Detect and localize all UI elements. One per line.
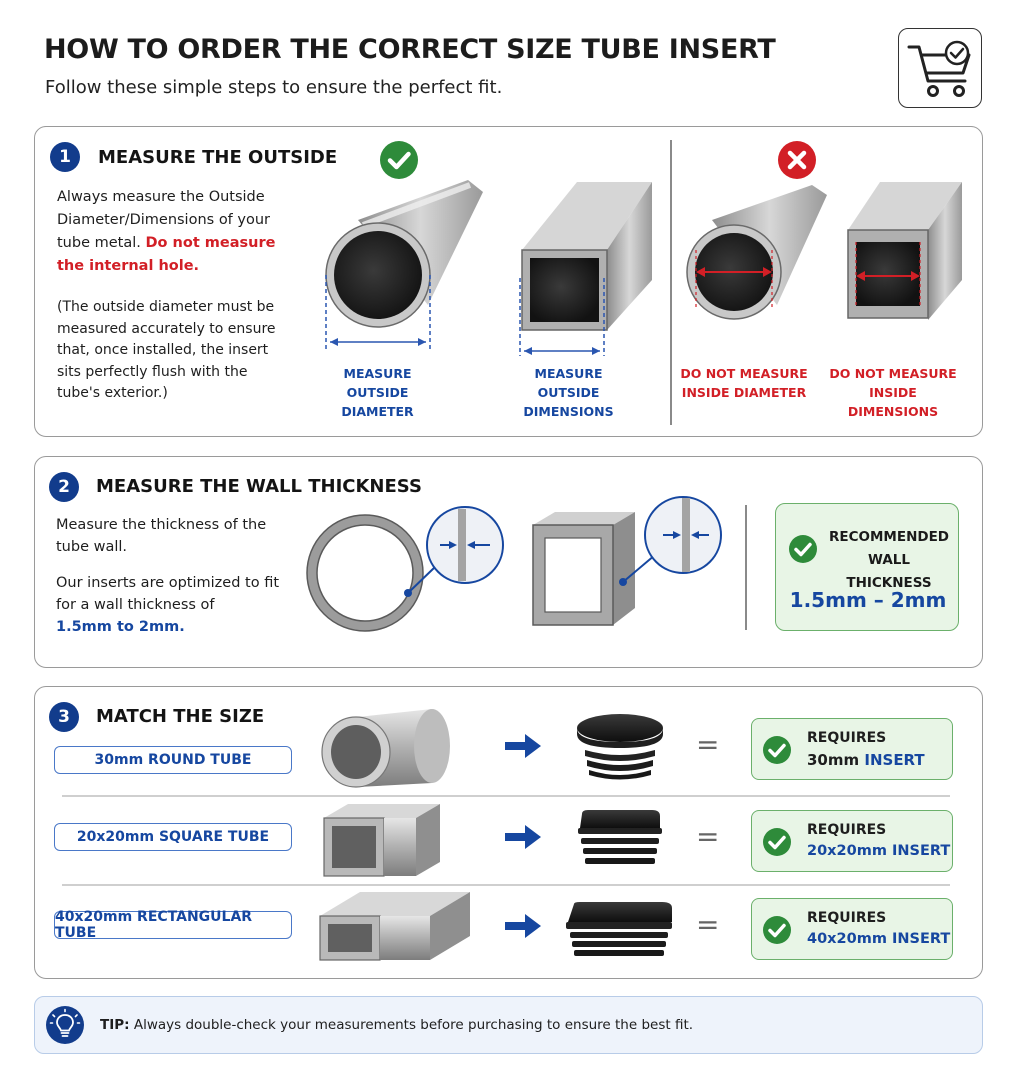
step1-panel xyxy=(34,126,983,437)
row-divider xyxy=(62,884,950,886)
step1-note: (The outside diameter must be measured a… xyxy=(57,297,287,405)
step1-text-line: tube metal. xyxy=(57,235,141,251)
requires-label: REQUIRES xyxy=(807,910,887,926)
step1-divider xyxy=(670,140,672,425)
caption-line: OUTSIDE DIMENSIONS xyxy=(523,385,614,419)
tip-message: Always double-check your measurements be… xyxy=(133,1017,694,1033)
step1-note-line: measured accurately to ensure xyxy=(57,320,276,337)
caption-outside-dimensions: MEASURE OUTSIDE DIMENSIONS xyxy=(496,364,641,421)
round-wall-thickness-illustration xyxy=(306,506,504,632)
recommended-value: 1.5mm – 2mm xyxy=(789,588,947,612)
step2-number: 2 xyxy=(49,472,79,502)
step3-title: MATCH THE SIZE xyxy=(96,706,265,727)
step2-text-line: Our inserts are optimized to fit xyxy=(56,575,280,591)
row-divider xyxy=(62,795,950,797)
tube-size-label: 20x20mm SQUARE TUBE xyxy=(54,823,292,851)
requires-insert-word: INSERT xyxy=(864,751,925,769)
step1-note-line: (The outside diameter must be xyxy=(57,299,275,315)
step1-text-line: Diameter/Dimensions of your xyxy=(57,212,271,228)
square-insert-image xyxy=(578,810,662,864)
tube-size-label: 30mm ROUND TUBE xyxy=(54,746,292,774)
equals-sign: = xyxy=(696,820,720,853)
square-tube-outside-illustration xyxy=(519,182,652,356)
arrow-right-icon xyxy=(505,914,541,938)
correct-check-icon xyxy=(380,141,418,179)
check-circle-icon xyxy=(789,535,817,563)
tube-size-label: 40x20mm RECTANGULAR TUBE xyxy=(54,909,292,941)
caption-line: DO NOT MEASURE xyxy=(680,366,808,381)
step2-divider xyxy=(745,505,747,630)
recommended-thickness-box: RECOMMENDED WALL THICKNESS 1.5mm – 2mm xyxy=(775,503,959,631)
round-tube-outside-illustration xyxy=(325,180,483,350)
page-title: HOW TO ORDER THE CORRECT SIZE TUBE INSER… xyxy=(44,34,776,65)
recommended-label: RECOMMENDED WALL THICKNESS xyxy=(824,526,954,595)
requires-box: REQUIRES 20x20mm INSERT xyxy=(751,810,953,872)
caption-line: MEASURE xyxy=(534,366,603,381)
tip-text: TIP: Always double-check your measuremen… xyxy=(100,1017,693,1033)
step1-warning: the internal hole. xyxy=(57,258,200,274)
square-tube-image xyxy=(323,804,440,877)
recommended-label-line: WALL THICKNESS xyxy=(846,552,932,591)
step1-description: Always measure the Outside Diameter/Dime… xyxy=(57,186,287,278)
tip-banner: TIP: Always double-check your measuremen… xyxy=(34,996,983,1054)
check-circle-icon xyxy=(763,828,791,856)
caption-line: MEASURE xyxy=(343,366,412,381)
caption-line: DO NOT MEASURE xyxy=(829,366,957,381)
round-insert-image xyxy=(577,714,663,780)
requires-value: 40x20mm INSERT xyxy=(807,931,951,947)
cart-check-icon xyxy=(907,40,971,97)
round-tube-inside-illustration xyxy=(686,185,827,320)
caption-outside-diameter: MEASURE OUTSIDE DIAMETER xyxy=(310,364,445,421)
requires-value: 20x20mm INSERT xyxy=(807,843,951,859)
step1-note-line: sits perfectly flush with the xyxy=(57,363,248,380)
requires-box: REQUIRES 30mm INSERT xyxy=(751,718,953,780)
check-circle-icon xyxy=(763,736,791,764)
step1-number: 1 xyxy=(50,142,80,172)
step2-title: MEASURE THE WALL THICKNESS xyxy=(96,476,422,497)
step1-title: MEASURE THE OUTSIDE xyxy=(98,147,338,168)
step2-description: Measure the thickness of the tube wall. … xyxy=(56,514,296,638)
arrow-right-icon xyxy=(505,825,541,849)
step2-text-line: tube wall. xyxy=(56,539,128,555)
caption-inside-diameter: DO NOT MEASURE INSIDE DIAMETER xyxy=(680,364,808,402)
round-tube-image xyxy=(321,709,450,788)
page-subtitle: Follow these simple steps to ensure the … xyxy=(45,77,503,98)
caption-inside-dimensions: DO NOT MEASURE INSIDE DIMENSIONS xyxy=(827,364,959,421)
check-circle-icon xyxy=(763,916,791,944)
step3-number: 3 xyxy=(49,702,79,732)
recommended-label-line: RECOMMENDED xyxy=(828,529,950,545)
step1-text-line: Always measure the Outside xyxy=(57,189,265,205)
requires-box: REQUIRES 40x20mm INSERT xyxy=(751,898,953,960)
caption-line: INSIDE DIMENSIONS xyxy=(847,385,939,419)
step2-text-line: Measure the thickness of the xyxy=(56,517,267,533)
tip-label: TIP: xyxy=(100,1017,130,1033)
rectangular-insert-image xyxy=(566,902,672,956)
requires-label: REQUIRES xyxy=(807,822,887,838)
equals-sign: = xyxy=(696,908,720,941)
lightbulb-icon xyxy=(46,1006,84,1044)
step2-thickness-range: 1.5mm to 2mm. xyxy=(56,619,185,635)
square-tube-inside-illustration xyxy=(847,182,962,320)
equals-sign: = xyxy=(696,728,720,761)
wrong-x-icon xyxy=(778,141,816,179)
requires-value: 30mm INSERT xyxy=(807,751,925,769)
requires-size: 30mm xyxy=(807,751,860,769)
requires-label: REQUIRES xyxy=(807,730,887,746)
rectangular-tube-image xyxy=(319,892,470,961)
cart-button[interactable] xyxy=(898,28,982,108)
step1-note-line: tube's exterior.) xyxy=(57,385,168,401)
caption-line: OUTSIDE DIAMETER xyxy=(341,385,414,419)
square-wall-thickness-illustration xyxy=(532,496,722,626)
step1-note-line: that, once installed, the insert xyxy=(57,342,269,358)
arrow-right-icon xyxy=(505,734,541,758)
caption-line: INSIDE DIAMETER xyxy=(681,385,807,400)
step2-text-line: for a wall thickness of xyxy=(56,597,215,613)
step1-warning: Do not measure xyxy=(145,235,276,251)
